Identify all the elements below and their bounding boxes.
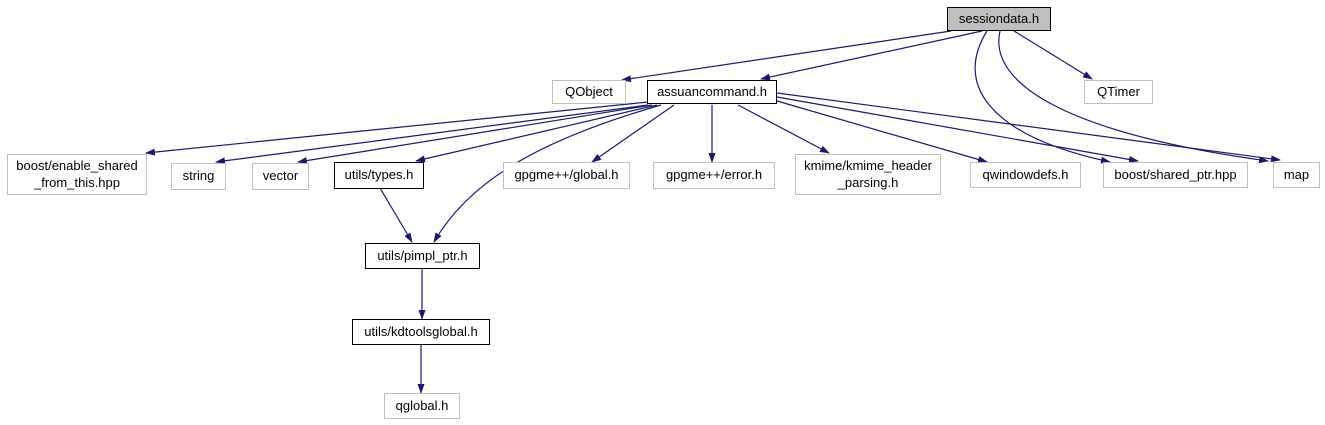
node-qtimer: QTimer (1084, 80, 1153, 104)
node-kmime-header-parsing-h: kmime/kmime_header _parsing.h (795, 154, 941, 195)
node-string: string (171, 163, 226, 190)
node-gpgme-error-h: gpgme++/error.h (653, 162, 775, 189)
edge-sessiondata-to-qobject (621, 30, 952, 83)
edge-assuancommand-to-map (776, 92, 1281, 163)
edge-assuancommand-to-sharedptr (776, 96, 1139, 163)
edge-sessiondata-to-assuancommand (760, 30, 983, 81)
node-utils-types-h[interactable]: utils/types.h (334, 162, 424, 189)
edge-assuancommand-to-qwindowdefs (776, 100, 988, 163)
edge-assuancommand-to-pimplptr (433, 104, 662, 243)
node-utils-pimpl-ptr-h[interactable]: utils/pimpl_ptr.h (365, 243, 480, 269)
node-sessiondata-h[interactable]: sessiondata.h (947, 7, 1051, 31)
edge-assuancommand-to-kmime (737, 104, 830, 154)
node-utils-kdtoolsglobal-h[interactable]: utils/kdtoolsglobal.h (352, 319, 490, 345)
node-qwindowdefs-h: qwindowdefs.h (970, 162, 1081, 188)
node-map: map (1273, 162, 1320, 188)
node-boost-shared-ptr-hpp: boost/shared_ptr.hpp (1103, 162, 1248, 188)
node-gpgme-global-h: gpgme++/global.h (503, 162, 630, 189)
node-boost-enable-shared-from-this-hpp: boost/enable_shared _from_this.hpp (7, 154, 147, 195)
edge-assuancommand-to-enableshared (145, 101, 649, 156)
edge-assuancommand-to-vector (297, 104, 653, 165)
node-qobject: QObject (552, 80, 626, 104)
node-qglobal-h: qglobal.h (384, 393, 460, 419)
edge-types-to-pimplptr (379, 187, 413, 243)
node-assuancommand-h[interactable]: assuancommand.h (647, 80, 777, 104)
node-vector: vector (252, 163, 309, 190)
edge-assuancommand-to-types (415, 104, 658, 163)
edge-sessiondata-to-sharedptr (974, 30, 1111, 164)
edge-sessiondata-to-qtimer (1013, 30, 1093, 80)
edge-assuancommand-to-string (215, 104, 649, 165)
edge-assuancommand-to-gpgmeglobal (591, 104, 675, 163)
